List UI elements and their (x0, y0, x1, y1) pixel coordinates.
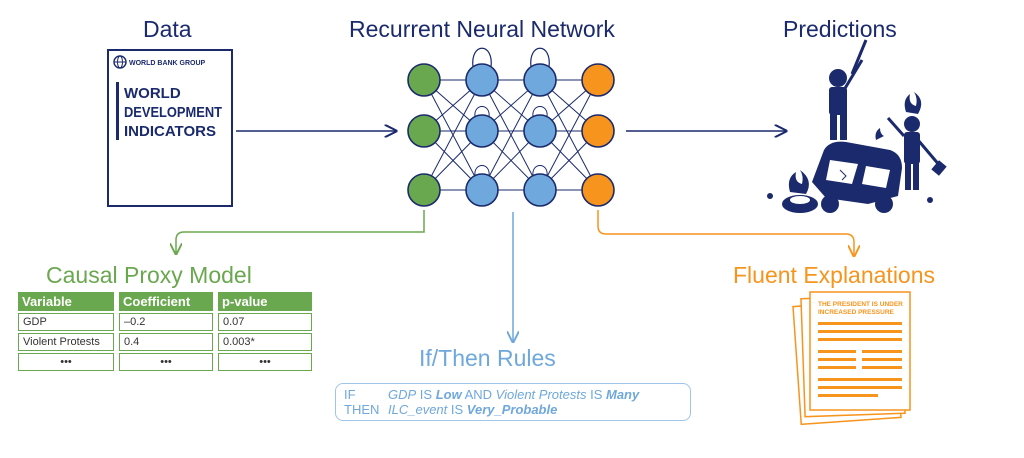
column-header-pvalue: p-value (218, 292, 312, 311)
table-row: ••• ••• ••• (18, 353, 312, 371)
document-text-line (818, 350, 856, 353)
input-node (407, 63, 441, 97)
network-connection (481, 79, 541, 191)
output-node (581, 63, 615, 97)
if-keyword: IF (344, 387, 356, 402)
table-cell: GDP (18, 313, 114, 331)
causal-proxy-title: Causal Proxy Model (46, 262, 252, 288)
hidden-node (523, 114, 557, 148)
book-title-line2: DEVELOPMENT (124, 104, 222, 121)
input-node (407, 173, 441, 207)
document-headline-line1: THE PRESIDENT IS UNDER (818, 301, 903, 308)
rule-val-very-probable: Very_Probable (466, 402, 558, 417)
rule-is: IS (447, 402, 467, 417)
rule-is: IS (416, 387, 436, 402)
table-cell: –0.2 (119, 313, 213, 331)
rule-var-ilc-event: ILC_event (388, 402, 448, 417)
table-cell: 0.07 (218, 313, 312, 331)
hidden-node (523, 173, 557, 207)
input-node (407, 114, 441, 148)
if-rule-line: IF GDP IS Low AND Violent Protests IS Man… (344, 387, 682, 402)
recurrent-loop (474, 106, 490, 118)
fluent-explanations-title: Fluent Explanations (733, 262, 936, 288)
document-text-line (818, 366, 856, 369)
table-cell: 0.4 (119, 333, 213, 351)
table-cell: 0.003* (218, 333, 312, 351)
hidden-node (523, 63, 557, 97)
protest-crowd-icon (767, 39, 947, 213)
predictions-title: Predictions (783, 16, 897, 42)
rule-var-gdp: GDP (388, 387, 417, 402)
output-node (581, 173, 615, 207)
rnn-title: Recurrent Neural Network (349, 16, 615, 42)
column-header-variable: Variable (18, 292, 114, 311)
if-then-title: If/Then Rules (419, 345, 556, 371)
world-bank-globe-icon (113, 55, 127, 69)
document-headline-line2: INCREASED PRESSURE (818, 309, 895, 316)
recurrent-loop (532, 165, 548, 177)
document-stack-icon: THE PRESIDENT IS UNDER INCREASED PRESSUR… (792, 291, 911, 426)
rnn-to-causal-arrow (176, 210, 425, 254)
then-rule-line: THEN ILC_event IS Very_Probable (344, 402, 682, 417)
table-cell: ••• (18, 353, 114, 371)
document-text-line (818, 330, 902, 333)
rule-var-violent-protests: Violent Protests (495, 387, 587, 402)
recurrent-loop (532, 106, 548, 118)
recurrent-loop (474, 165, 490, 177)
document-text-line (862, 358, 902, 361)
network-connection (539, 79, 599, 191)
document-text-line (818, 394, 878, 397)
output-node (581, 114, 615, 148)
data-title: Data (143, 16, 192, 42)
rnn-to-fluent-arrow (597, 210, 854, 256)
book-title-line3: INDICATORS (124, 123, 216, 140)
publisher-label: WORLD BANK GROUP (129, 60, 206, 67)
document-text-line (818, 322, 902, 325)
causal-proxy-table: Variable Coefficient p-value GDP –0.2 0.… (13, 290, 317, 373)
table-row: GDP –0.2 0.07 (18, 313, 312, 331)
causal-proxy-table-wrap: Variable Coefficient p-value GDP –0.2 0.… (13, 290, 317, 373)
document-text-line (818, 386, 902, 389)
then-keyword: THEN (344, 402, 380, 417)
document-text-line (862, 366, 902, 369)
table-cell: ••• (119, 353, 213, 371)
document-text-line (818, 358, 856, 361)
table-cell: ••• (218, 353, 312, 371)
rule-and: AND (461, 387, 496, 402)
hidden-node (465, 114, 499, 148)
document-text-line (818, 338, 902, 341)
document-text-line (862, 350, 902, 353)
rule-is: IS (586, 387, 606, 402)
table-cell: Violent Protests (18, 333, 114, 351)
world-development-indicators-cover: WORLD BANK GROUP WORLD DEVELOPMENT INDIC… (107, 49, 233, 207)
hidden-node (465, 173, 499, 207)
recurrent-loop (530, 47, 550, 68)
rule-val-low: Low (435, 387, 462, 402)
book-title-line1: WORLD (124, 85, 181, 102)
network-connection (423, 79, 483, 191)
column-header-coefficient: Coefficient (119, 292, 213, 311)
recurrent-loop (472, 47, 492, 68)
hidden-node (465, 63, 499, 97)
table-row: Violent Protests 0.4 0.003* (18, 333, 312, 351)
document-text-line (818, 378, 902, 381)
rule-val-many: Many (605, 387, 640, 402)
neural-network (407, 47, 615, 207)
if-then-rules-box: IF GDP IS Low AND Violent Protests IS Man… (335, 383, 691, 421)
